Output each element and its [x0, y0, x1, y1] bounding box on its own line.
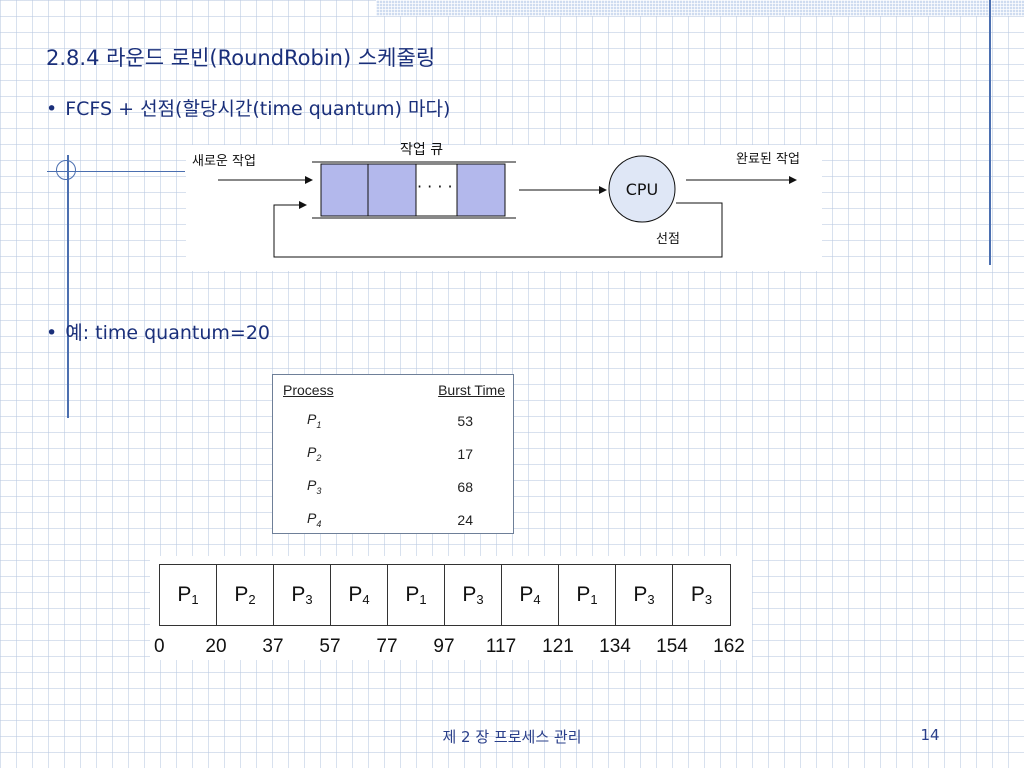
- bullet-fcfs-preemption: • FCFS + 선점(할당시간(time quantum) 마다): [46, 94, 450, 121]
- preempt-label: 선점: [656, 232, 680, 247]
- bullet-example: • 예: time quantum=20: [46, 318, 270, 345]
- gantt-time-label: 134: [599, 636, 631, 657]
- burst-time: 68: [457, 478, 473, 495]
- queue-slot: [320, 163, 369, 217]
- gantt-time-labels: 0 20 37 57 77 97 117 121 134 154 162: [150, 636, 760, 660]
- table-row: P1 53: [273, 404, 513, 437]
- process-burst-table: Process Burst Time P1 53 P2 17 P3 68 P4 …: [272, 374, 514, 534]
- queue-label: 작업 큐: [400, 142, 443, 158]
- right-accent-line: [989, 0, 991, 265]
- gantt-time-label: 77: [376, 636, 398, 657]
- gantt-time-label: 57: [319, 636, 341, 657]
- gantt-time-label: 20: [205, 636, 227, 657]
- completed-job-label: 완료된 작업: [736, 152, 800, 167]
- bullet-text: FCFS + 선점(할당시간(time quantum) 마다): [65, 98, 451, 120]
- gantt-time-label: 97: [433, 636, 455, 657]
- process-name: P2: [307, 444, 322, 463]
- table-row: P3 68: [273, 470, 513, 503]
- queue-slot-gap: [415, 163, 458, 217]
- burst-time: 24: [457, 511, 473, 528]
- new-job-label: 새로운 작업: [192, 154, 256, 169]
- table-row: P2 17: [273, 437, 513, 470]
- page-number: 14: [920, 726, 940, 744]
- queue-slot: [456, 163, 506, 217]
- gantt-time-label: 121: [542, 636, 574, 657]
- burst-time: 17: [457, 445, 473, 462]
- accent-circle-icon: [56, 160, 76, 180]
- gantt-time-label: 154: [656, 636, 688, 657]
- gantt-time-label: 0: [154, 636, 165, 657]
- preemption-loop-arrow: [273, 201, 723, 258]
- gantt-time-label: 162: [713, 636, 745, 657]
- header-burst-time: Burst Time: [438, 382, 505, 398]
- header-decoration-band: [376, 0, 1024, 16]
- gantt-time-label: 117: [485, 636, 517, 657]
- slide-title: 2.8.4 라운드 로빈(RoundRobin) 스케줄링: [46, 46, 436, 70]
- header-process: Process: [283, 382, 334, 398]
- gantt-time-label: 37: [262, 636, 284, 657]
- process-name: P3: [307, 477, 322, 496]
- bullet-text: 예: time quantum=20: [65, 322, 270, 344]
- footer-chapter: 제 2 장 프로세스 관리: [442, 728, 582, 746]
- round-robin-diagram: 새로운 작업 작업 큐 · · · · CPU 완료된 작업 선점: [192, 142, 800, 258]
- queue-ellipsis: · · · ·: [417, 177, 453, 196]
- process-name: P1: [307, 411, 322, 430]
- queue-slot: [367, 163, 417, 217]
- table-row: P4 24: [273, 503, 513, 536]
- process-name: P4: [307, 510, 322, 529]
- bullet-marker: •: [46, 322, 58, 344]
- cpu-label: CPU: [626, 180, 659, 199]
- left-accent-hline: [47, 171, 185, 172]
- left-accent-line: [67, 155, 69, 418]
- bullet-marker: •: [46, 98, 58, 120]
- cpu-circle: [608, 155, 676, 223]
- burst-time: 53: [457, 412, 473, 429]
- gantt-background: [150, 556, 752, 660]
